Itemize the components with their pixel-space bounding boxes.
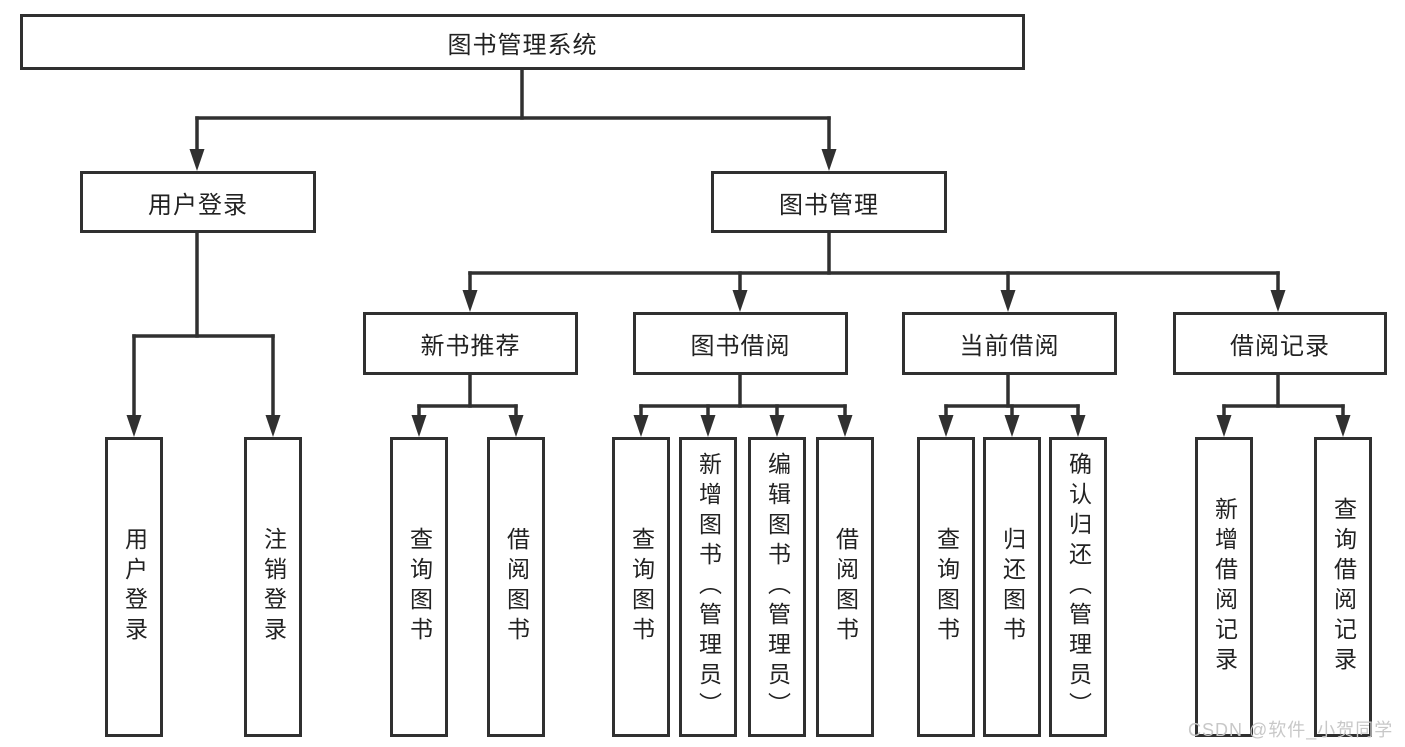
- leaf-newbook-borrow-book: 借阅图书: [487, 437, 545, 737]
- leaf-newbook-query-book: 查询图书: [390, 437, 448, 737]
- node-label: 新增图书（管理员）: [695, 452, 722, 722]
- node-library-management-system: 图书管理系统: [20, 14, 1025, 70]
- leaf-return-book: 归还图书: [983, 437, 1041, 737]
- node-label: 新书推荐: [420, 333, 521, 360]
- leaf-current-query-book: 查询图书: [917, 437, 975, 737]
- node-new-book-recommendation: 新书推荐: [363, 312, 578, 375]
- leaf-logout: 注销登录: [244, 437, 302, 737]
- connector-root-to-level2: [189, 68, 837, 171]
- connector-bookmgmt-to-level3: [462, 231, 1286, 312]
- connector-current-to-children: [938, 373, 1086, 437]
- node-label: 查询图书: [628, 527, 655, 647]
- node-book-management: 图书管理: [711, 171, 947, 233]
- leaf-add-borrow-record: 新增借阅记录: [1195, 437, 1253, 737]
- leaf-add-book-admin: 新增图书（管理员）: [679, 437, 737, 737]
- node-label: 归还图书: [999, 527, 1026, 647]
- node-current-borrowing: 当前借阅: [902, 312, 1117, 375]
- leaf-confirm-return-admin: 确认归还（管理员）: [1049, 437, 1107, 737]
- node-user-login: 用户登录: [80, 171, 316, 233]
- node-label: 借阅图书: [503, 527, 530, 647]
- node-borrowing-records: 借阅记录: [1173, 312, 1387, 375]
- node-label: 确认归还（管理员）: [1065, 452, 1092, 722]
- leaf-edit-book-admin: 编辑图书（管理员）: [748, 437, 806, 737]
- leaf-borrow-borrow-book: 借阅图书: [816, 437, 874, 737]
- node-label: 借阅图书: [832, 527, 859, 647]
- connector-borrow-to-children: [633, 373, 853, 437]
- connector-newbook-to-children: [411, 373, 524, 437]
- node-label: 用户登录: [121, 527, 148, 647]
- leaf-borrow-query-book: 查询图书: [612, 437, 670, 737]
- leaf-query-borrow-record: 查询借阅记录: [1314, 437, 1372, 737]
- connector-userlogin-to-children: [126, 231, 281, 437]
- node-label: 图书借阅: [690, 333, 791, 360]
- node-label: 查询借阅记录: [1330, 497, 1357, 677]
- node-label: 编辑图书（管理员）: [764, 452, 791, 722]
- node-book-borrowing: 图书借阅: [633, 312, 848, 375]
- node-label: 注销登录: [260, 527, 287, 647]
- node-label: 当前借阅: [959, 333, 1060, 360]
- connector-records-to-children: [1216, 373, 1351, 437]
- node-label: 图书管理: [779, 191, 879, 219]
- node-label: 用户登录: [148, 191, 248, 219]
- node-label: 新增借阅记录: [1211, 497, 1238, 677]
- leaf-user-login: 用户登录: [105, 437, 163, 737]
- node-label: 查询图书: [406, 527, 433, 647]
- node-label: 图书管理系统: [447, 31, 598, 59]
- csdn-watermark: CSDN @软件_小贺同学: [1188, 720, 1394, 740]
- node-label: 查询图书: [933, 527, 960, 647]
- node-label: 借阅记录: [1230, 333, 1330, 360]
